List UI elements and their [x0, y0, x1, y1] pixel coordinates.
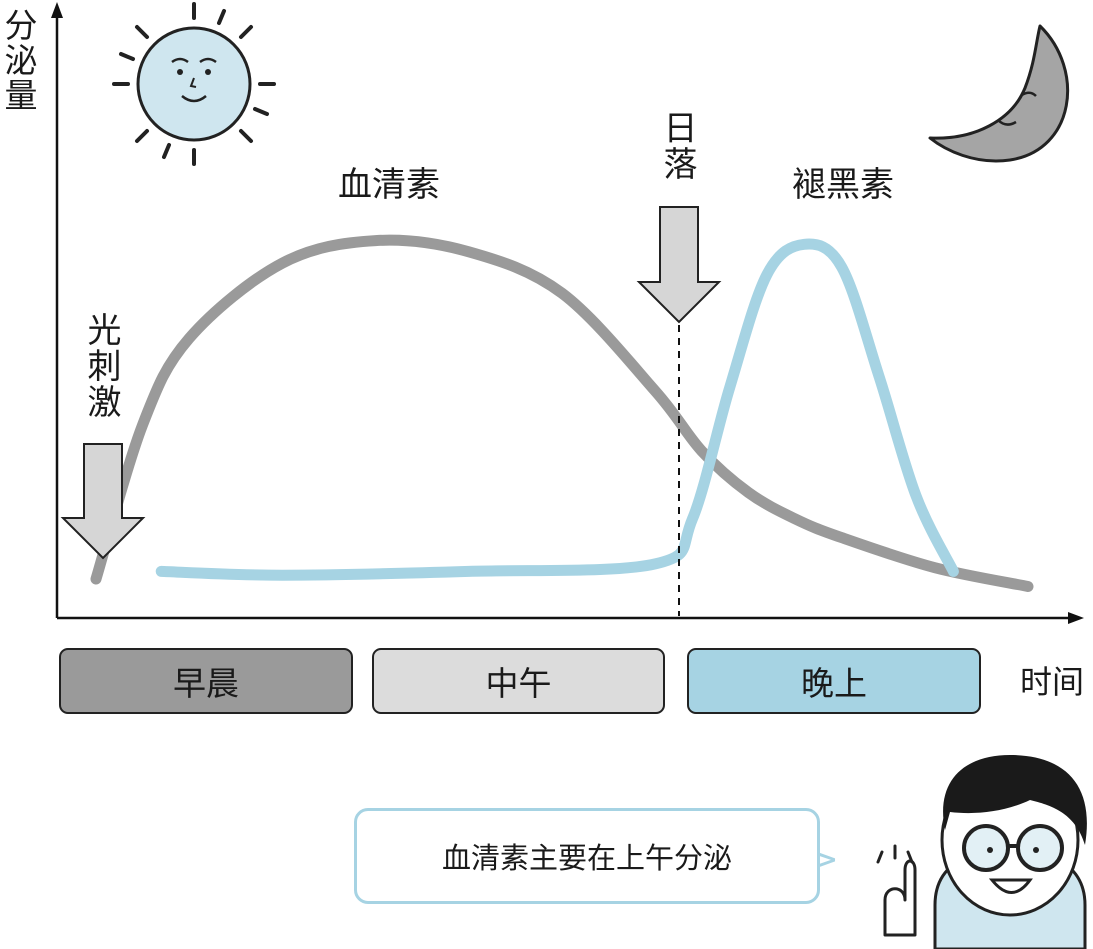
x-axis-arrowhead: [1068, 612, 1084, 624]
period-noon-label: 中午: [485, 664, 552, 703]
melatonin-label: 褪黑素: [792, 165, 894, 205]
serotonin-label: 血清素: [338, 165, 440, 205]
sun-icon: [112, 2, 276, 166]
boy-with-glasses-icon: [876, 755, 1087, 949]
light-stimulus-arrow: [60, 443, 146, 560]
period-morning-label: 早晨: [173, 664, 239, 703]
period-morning: 早晨: [59, 648, 353, 714]
light-stimulus-label: 光刺激: [81, 312, 121, 420]
axes: [51, 2, 1084, 624]
moon-icon: [928, 24, 1070, 163]
y-axis-arrowhead: [51, 2, 63, 18]
period-night: 晚上: [687, 648, 981, 714]
serotonin-curve: [90, 234, 1034, 592]
sunset-label: 日落: [657, 110, 697, 182]
y-axis-label: 分泌量: [0, 8, 38, 113]
speech-bubble-text: 血清素主要在上午分泌: [441, 841, 732, 875]
period-night-label: 晚上: [801, 664, 867, 703]
period-noon: 中午: [372, 648, 665, 714]
sunset-arrow: [636, 206, 722, 324]
x-axis-label: 时间: [1020, 663, 1085, 701]
melatonin-curve: [155, 238, 959, 581]
speech-bubble: 血清素主要在上午分泌: [354, 808, 820, 904]
speech-bubble-tail: >: [816, 845, 838, 875]
